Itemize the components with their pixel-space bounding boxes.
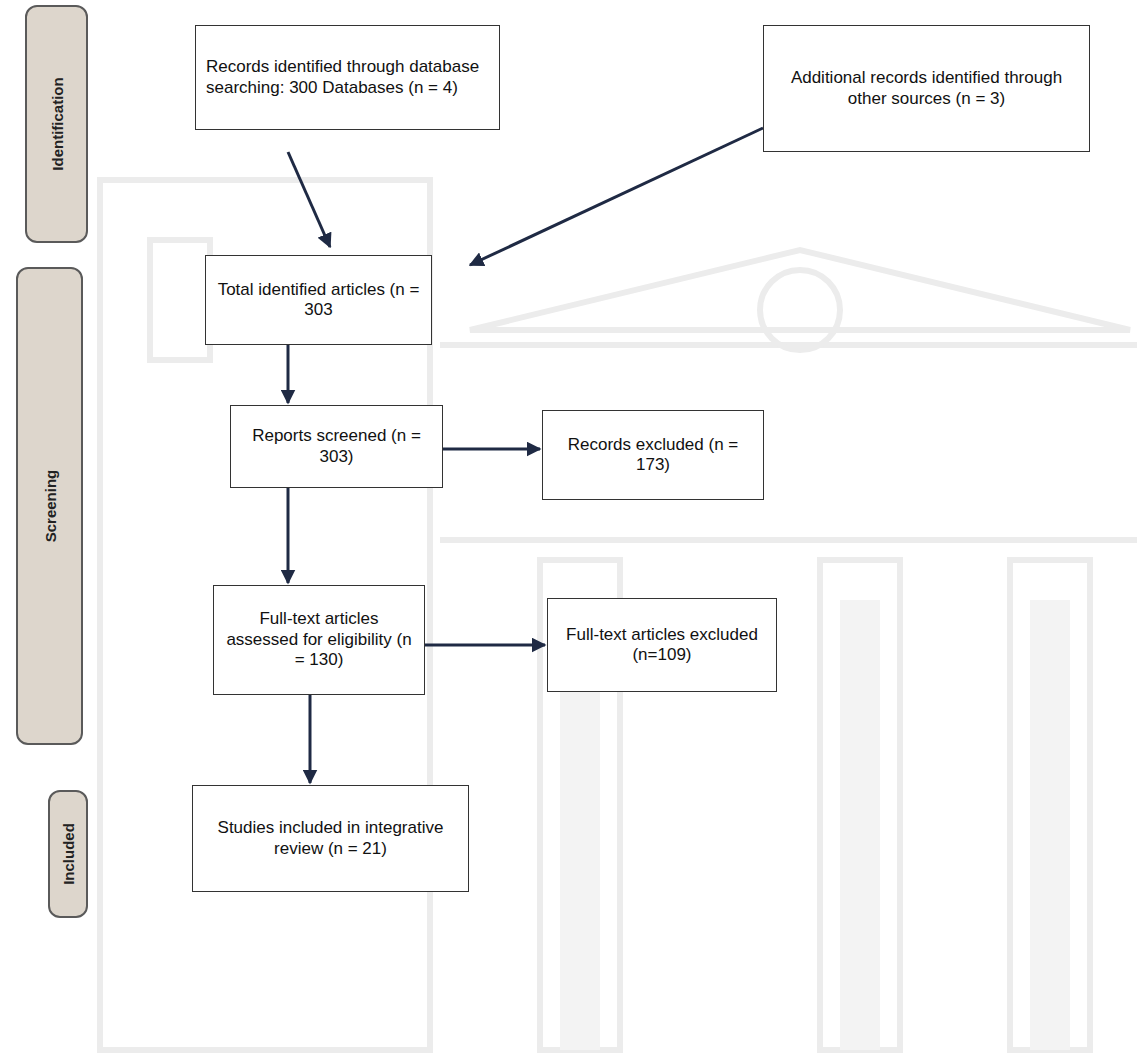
flow-arrow bbox=[287, 345, 290, 403]
box-text: Studies included in integrative review (… bbox=[203, 818, 458, 859]
box-text: Records identified through database sear… bbox=[206, 57, 489, 98]
flow-arrow bbox=[288, 152, 330, 247]
box-text: Additional records identified through ot… bbox=[774, 68, 1079, 109]
flow-arrow bbox=[287, 488, 290, 583]
flow-arrow bbox=[309, 695, 312, 783]
flow-arrow bbox=[470, 128, 763, 265]
flow-arrow bbox=[425, 644, 545, 647]
process-box: Records identified through database sear… bbox=[195, 25, 500, 130]
process-box: Additional records identified through ot… bbox=[763, 25, 1090, 152]
exclusion-box: Records excluded (n = 173) bbox=[542, 410, 764, 500]
exclusion-box: Full-text articles excluded (n=109) bbox=[547, 598, 777, 692]
flow-arrow bbox=[443, 448, 540, 451]
box-text: Full-text articles excluded (n=109) bbox=[558, 625, 766, 666]
box-text: Total identified articles (n = 303 bbox=[216, 280, 421, 321]
process-box: Reports screened (n = 303) bbox=[230, 405, 443, 488]
box-text: Reports screened (n = 303) bbox=[241, 426, 432, 467]
stage-label: Included bbox=[60, 823, 77, 885]
stage-label: Screening bbox=[41, 470, 58, 543]
stage-label: Identification bbox=[48, 77, 65, 170]
box-text: Records excluded (n = 173) bbox=[553, 435, 753, 476]
box-text: Full-text articles assessed for eligibil… bbox=[224, 609, 414, 670]
process-box: Studies included in integrative review (… bbox=[192, 785, 469, 892]
stage-band: Screening bbox=[16, 267, 83, 745]
process-box: Full-text articles assessed for eligibil… bbox=[213, 585, 425, 695]
process-box: Total identified articles (n = 303 bbox=[205, 255, 432, 345]
stage-band: Included bbox=[48, 790, 88, 918]
stage-band: Identification bbox=[25, 5, 88, 243]
